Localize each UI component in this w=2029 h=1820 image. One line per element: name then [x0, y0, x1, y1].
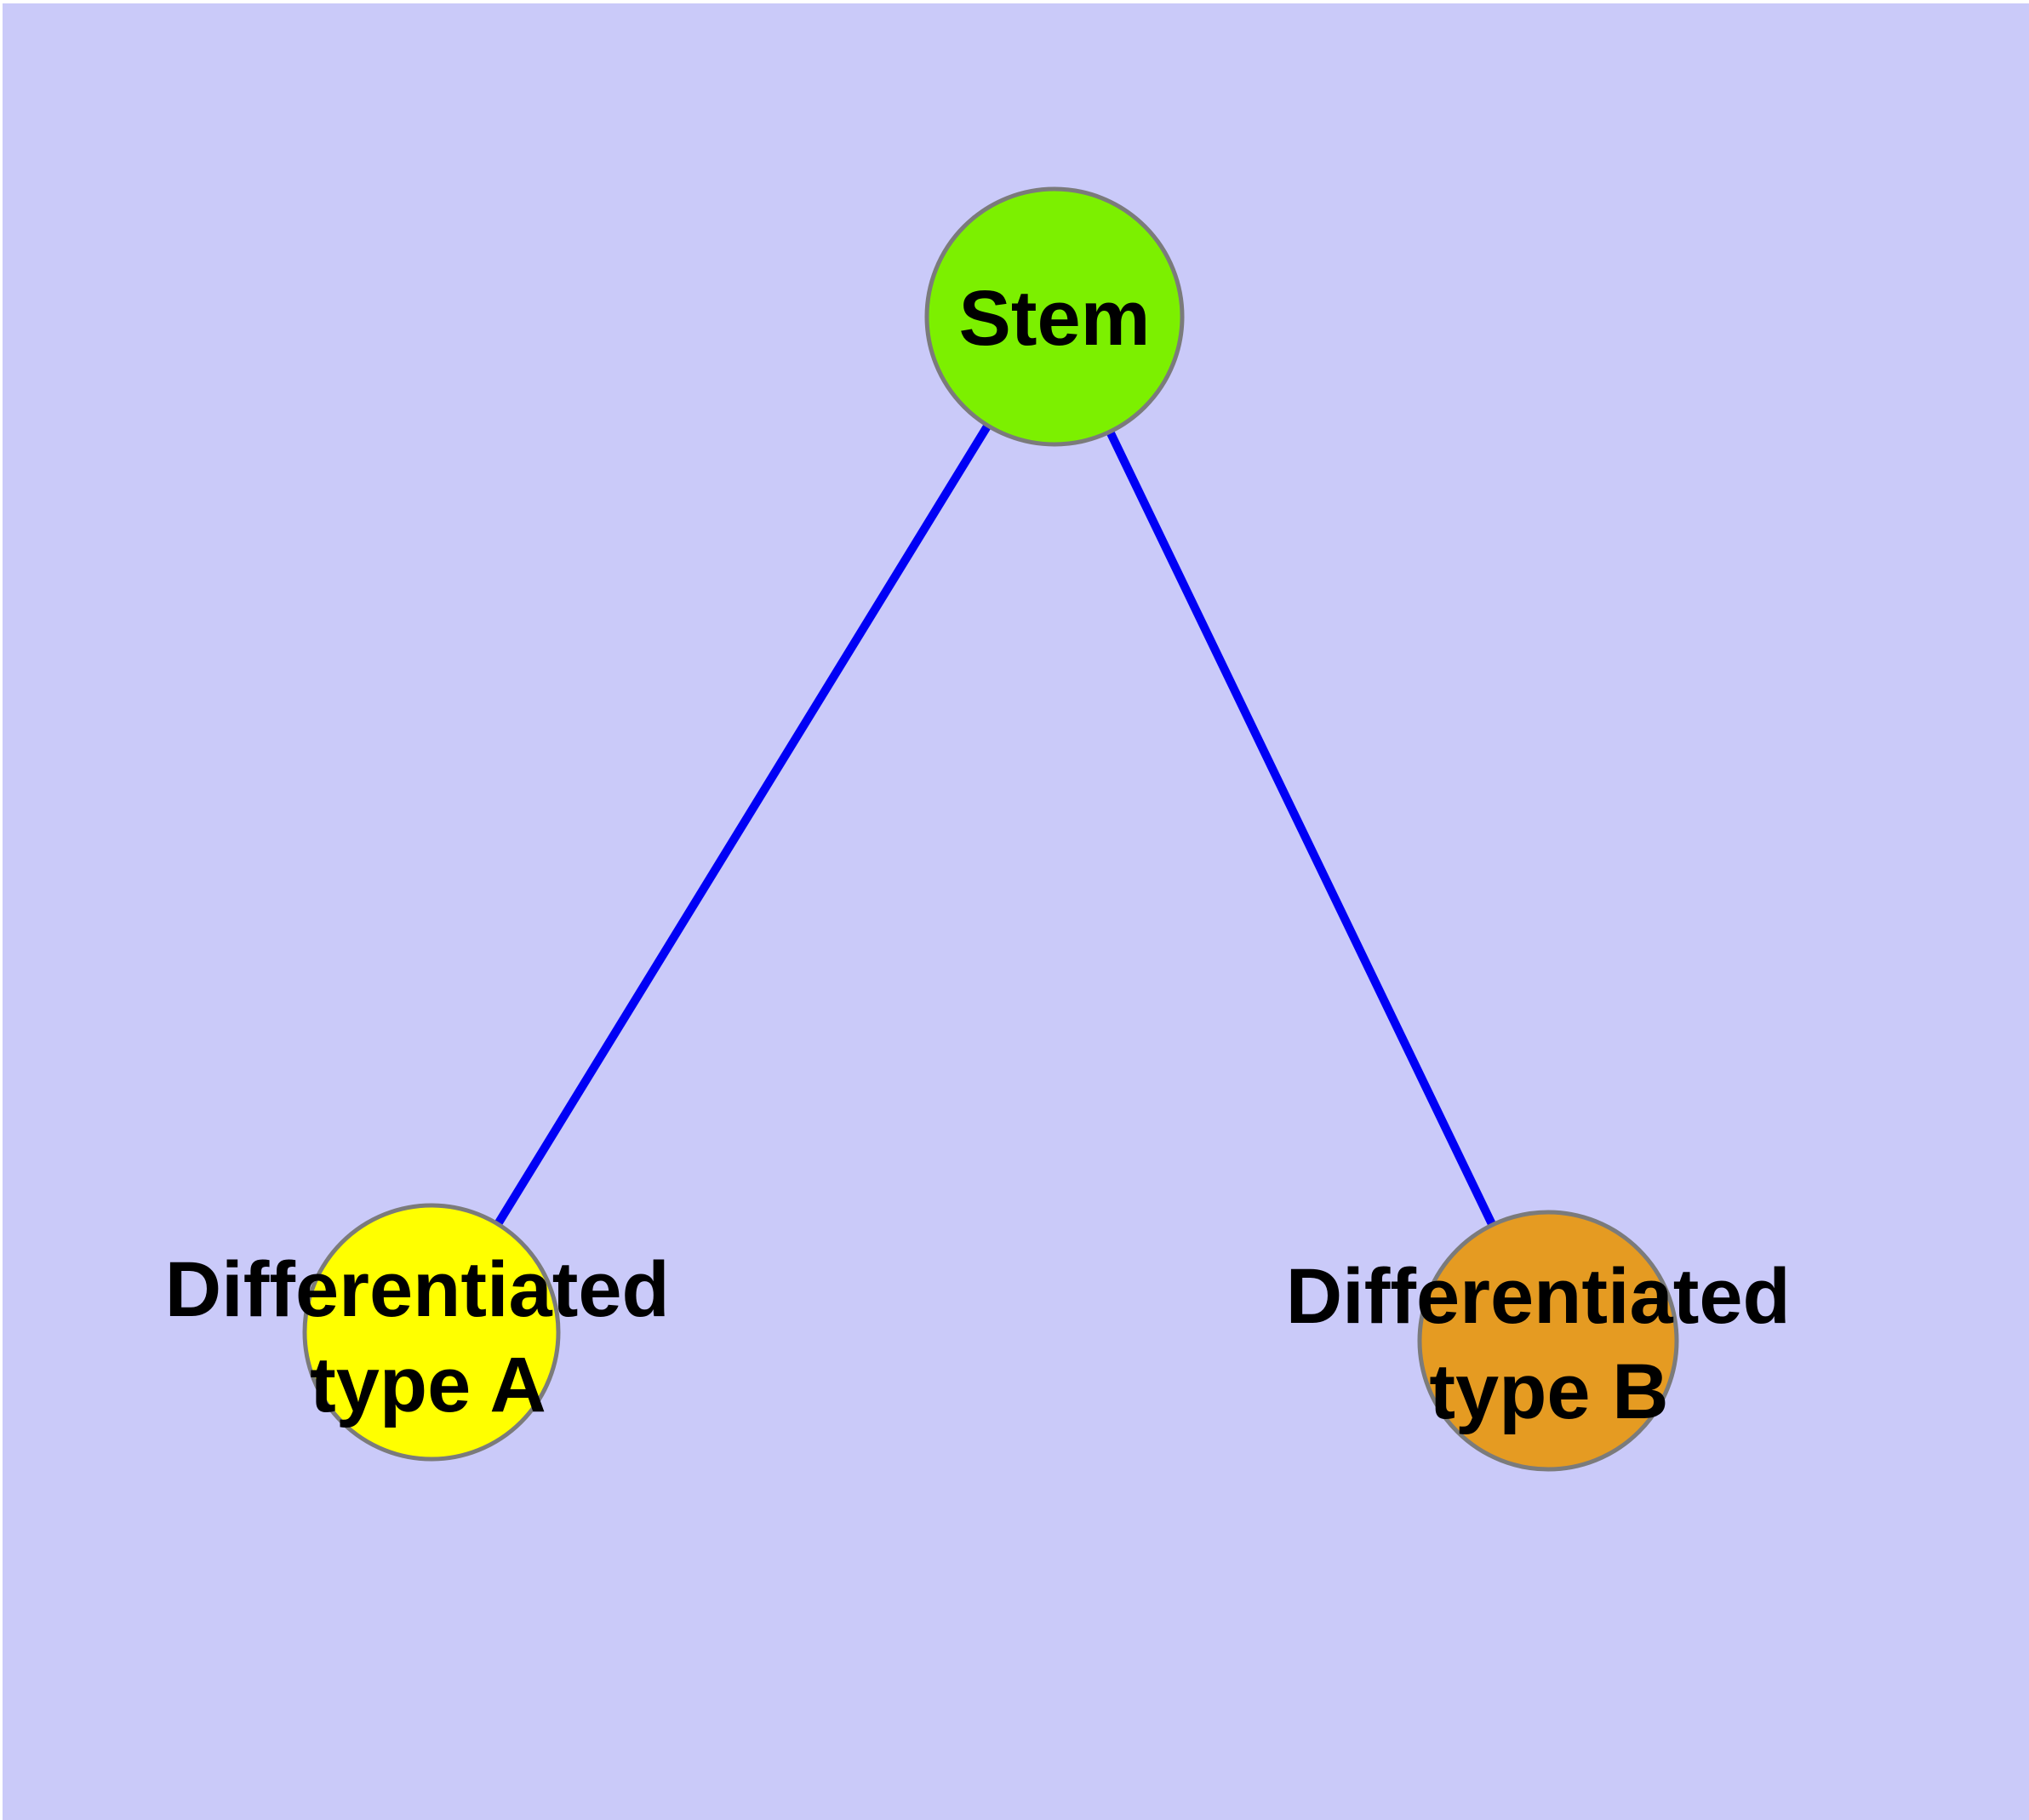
- node-type-b: [1417, 1210, 1679, 1472]
- node-type-b-label: Differentiated type B: [1286, 1253, 1813, 1435]
- node-type-b-label-line1: Differentiated: [1286, 1253, 1791, 1340]
- node-type-a: [302, 1203, 561, 1462]
- node-type-a-label: Differentiated type A: [165, 1246, 692, 1428]
- edge-stem-to-type-a: [427, 314, 1059, 1335]
- node-type-a-label-line1: Differentiated: [165, 1246, 670, 1333]
- node-stem-label: Stem: [959, 275, 1151, 362]
- node-type-b-label-line2: type B: [1429, 1348, 1668, 1435]
- edge-stem-to-type-b: [1050, 314, 1552, 1343]
- node-type-a-label-line2: type A: [310, 1342, 546, 1428]
- node-stem: [924, 186, 1185, 447]
